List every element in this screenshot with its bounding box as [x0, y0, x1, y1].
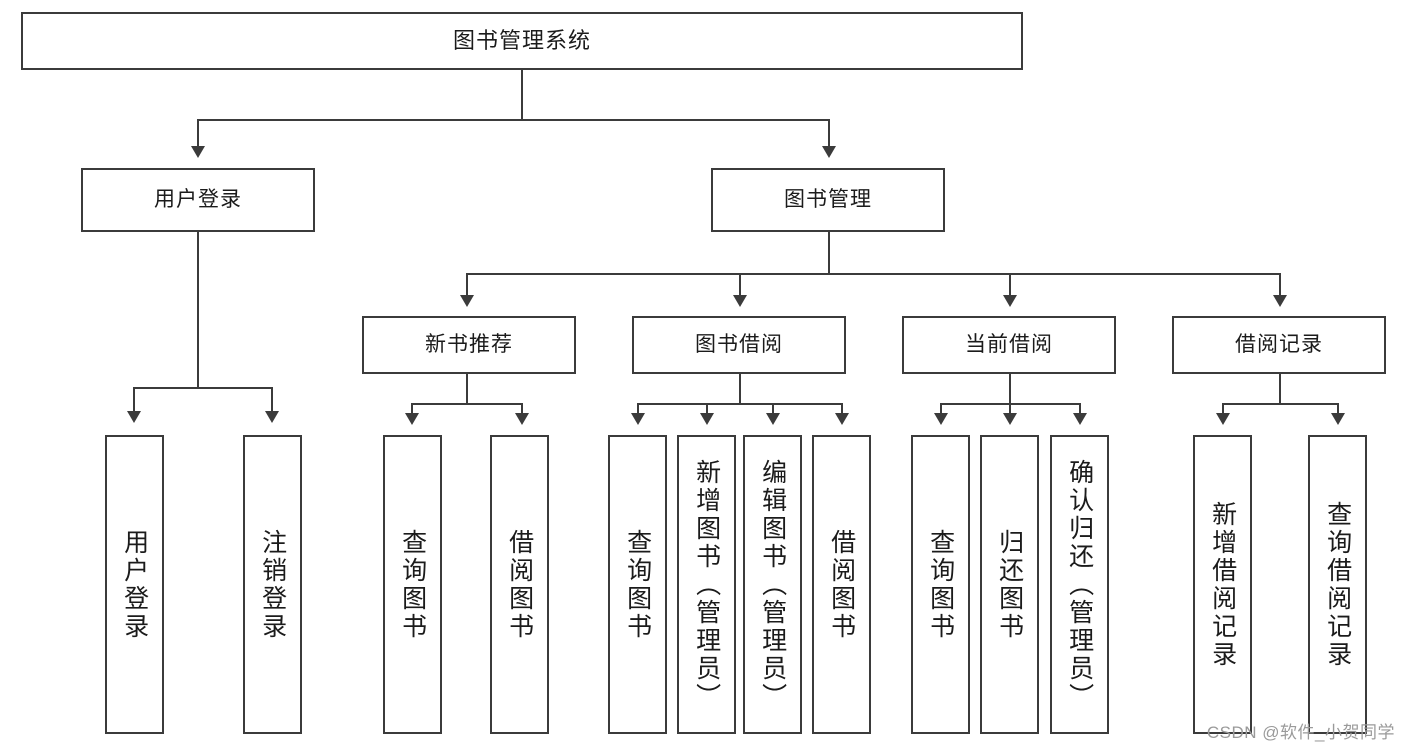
connector-book-borrow-leaf3 — [772, 403, 774, 415]
node-root-system[interactable]: 图书管理系统 — [21, 12, 1023, 70]
node-book-management[interactable]: 图书管理 — [711, 168, 945, 232]
connector-root-stem — [521, 70, 523, 120]
arrowhead-borrow-record — [1273, 295, 1287, 307]
connector-root-bus — [197, 119, 829, 121]
connector-current-borrow-stem — [1009, 374, 1011, 404]
node-leaf-add-book[interactable]: 新增图书（管理员） — [677, 435, 736, 734]
connector-book-management-stem — [828, 232, 830, 274]
connector-book-borrow-leaf2 — [706, 403, 708, 415]
connector-to-current-borrow — [1009, 273, 1011, 297]
node-label: 借阅记录 — [1235, 332, 1323, 356]
node-leaf-query-borrow-record[interactable]: 查询借阅记录 — [1308, 435, 1367, 734]
arrowhead-leaf-borrow-book-1 — [515, 413, 529, 425]
node-label: 归还图书 — [995, 528, 1024, 641]
arrowhead-leaf-user-login — [127, 411, 141, 423]
node-leaf-user-login[interactable]: 用户登录 — [105, 435, 164, 734]
arrowhead-book-management — [822, 146, 836, 158]
connector-to-book-management — [828, 119, 830, 149]
node-label: 查询图书 — [926, 528, 955, 641]
arrowhead-leaf-query-book-1 — [405, 413, 419, 425]
node-leaf-logout-login[interactable]: 注销登录 — [243, 435, 302, 734]
node-leaf-query-book-2[interactable]: 查询图书 — [608, 435, 667, 734]
node-label: 用户登录 — [154, 187, 242, 211]
node-label: 借阅图书 — [505, 528, 534, 641]
connector-borrow-record-bus — [1222, 403, 1337, 405]
connector-to-book-borrow — [739, 273, 741, 297]
arrowhead-book-borrow — [733, 295, 747, 307]
connector-new-book-leaf2 — [521, 403, 523, 415]
node-label: 注销登录 — [258, 528, 287, 641]
arrowhead-leaf-logout-login — [265, 411, 279, 423]
node-user-login[interactable]: 用户登录 — [81, 168, 315, 232]
connector-new-book-leaf1 — [411, 403, 413, 415]
arrowhead-user-login — [191, 146, 205, 158]
csdn-watermark: CSDN @软件_小贺同学 — [1206, 723, 1395, 742]
node-leaf-confirm-return[interactable]: 确认归还（管理员） — [1050, 435, 1109, 734]
node-label: 编辑图书（管理员） — [758, 458, 787, 711]
node-label: 查询图书 — [398, 528, 427, 641]
arrowhead-leaf-add-book — [700, 413, 714, 425]
node-leaf-borrow-book-1[interactable]: 借阅图书 — [490, 435, 549, 734]
arrowhead-leaf-query-book-2 — [631, 413, 645, 425]
connector-current-borrow-leaf3 — [1079, 403, 1081, 415]
node-label: 新增图书（管理员） — [692, 458, 721, 711]
connector-new-book-bus — [411, 403, 521, 405]
connector-user-login-bus — [133, 387, 271, 389]
node-leaf-return-book[interactable]: 归还图书 — [980, 435, 1039, 734]
node-borrow-record[interactable]: 借阅记录 — [1172, 316, 1386, 374]
node-leaf-edit-book[interactable]: 编辑图书（管理员） — [743, 435, 802, 734]
node-label: 新书推荐 — [425, 332, 513, 356]
node-label: 图书借阅 — [695, 332, 783, 356]
arrowhead-new-book-recommend — [460, 295, 474, 307]
connector-to-borrow-record — [1279, 273, 1281, 297]
arrowhead-leaf-add-borrow-record — [1216, 413, 1230, 425]
connector-borrow-record-stem — [1279, 374, 1281, 404]
arrowhead-current-borrow — [1003, 295, 1017, 307]
connector-to-user-login — [197, 119, 199, 149]
node-label: 查询图书 — [623, 528, 652, 641]
connector-book-borrow-stem — [739, 374, 741, 404]
arrowhead-leaf-query-book-3 — [934, 413, 948, 425]
connector-to-new-book-recommend — [466, 273, 468, 297]
connector-user-login-leaf1 — [133, 387, 135, 413]
node-leaf-query-book-1[interactable]: 查询图书 — [383, 435, 442, 734]
node-label: 图书管理系统 — [452, 28, 591, 54]
node-label: 当前借阅 — [965, 332, 1053, 356]
node-label: 图书管理 — [784, 187, 872, 211]
connector-user-login-leaf2 — [271, 387, 273, 413]
node-book-borrow[interactable]: 图书借阅 — [632, 316, 846, 374]
connector-current-borrow-leaf2 — [1009, 403, 1011, 415]
node-label: 确认归还（管理员） — [1065, 458, 1094, 711]
connector-borrow-record-leaf2 — [1337, 403, 1339, 415]
connector-user-login-stem — [197, 232, 199, 388]
arrowhead-leaf-return-book — [1003, 413, 1017, 425]
connector-level3-bus — [466, 273, 1279, 275]
connector-borrow-record-leaf1 — [1222, 403, 1224, 415]
connector-book-borrow-leaf1 — [637, 403, 639, 415]
arrowhead-leaf-confirm-return — [1073, 413, 1087, 425]
node-new-book-recommend[interactable]: 新书推荐 — [362, 316, 576, 374]
node-leaf-query-book-3[interactable]: 查询图书 — [911, 435, 970, 734]
node-label: 新增借阅记录 — [1208, 500, 1237, 669]
arrowhead-leaf-borrow-book-2 — [835, 413, 849, 425]
arrowhead-leaf-query-borrow-record — [1331, 413, 1345, 425]
connector-new-book-stem — [466, 374, 468, 404]
node-leaf-add-borrow-record[interactable]: 新增借阅记录 — [1193, 435, 1252, 734]
node-leaf-borrow-book-2[interactable]: 借阅图书 — [812, 435, 871, 734]
connector-current-borrow-leaf1 — [940, 403, 942, 415]
node-current-borrow[interactable]: 当前借阅 — [902, 316, 1116, 374]
node-label: 用户登录 — [120, 528, 149, 641]
node-label: 查询借阅记录 — [1323, 500, 1352, 669]
arrowhead-leaf-edit-book — [766, 413, 780, 425]
connector-book-borrow-leaf4 — [841, 403, 843, 415]
connector-book-borrow-bus — [637, 403, 842, 405]
node-label: 借阅图书 — [827, 528, 856, 641]
